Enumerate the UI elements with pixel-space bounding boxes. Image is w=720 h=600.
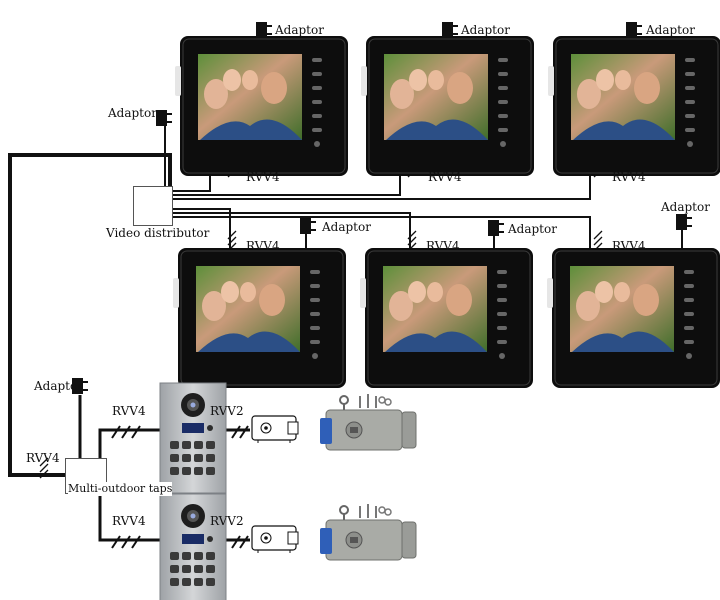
adaptor-plug-icon [488,220,504,236]
cable-hash-marks [39,156,603,549]
outdoor-panel [159,493,227,600]
video-distributor-label: Video distributor [106,226,210,240]
adaptor-plug-icon [676,214,692,230]
adaptor-plug-icon [300,218,316,234]
rvv4-label: RVV4 [112,404,146,418]
adaptor-label: Adaptor [661,200,710,214]
indoor-monitor [546,247,720,389]
indoor-monitor [172,247,347,389]
adaptor-label: Adaptor [275,23,324,37]
adaptor-label: Adaptor [461,23,510,37]
indoor-monitor [360,35,535,177]
rvv4-label: RVV4 [246,239,280,253]
electric-lock [319,393,417,451]
indoor-monitor [547,35,720,177]
indoor-monitor [174,35,349,177]
adaptor-plug-icon [442,22,458,38]
adaptor-plug-icon [156,110,172,126]
adaptor-plugs [72,22,692,394]
indoor-monitor [359,247,534,389]
adaptor-label: Adaptor [508,222,557,236]
video-distributor-box [133,186,173,226]
adaptor-label: Adaptor [322,220,371,234]
rvv4-label: RVV4 [426,239,460,253]
adaptor-plug-icon [256,22,272,38]
rvv2-label: RVV2 [210,514,244,528]
adaptor-label: Adaptor [108,106,157,120]
rvv4-label: RVV4 [612,239,646,253]
rvv4-label: RVV4 [612,170,646,184]
rvv4-label: RVV4 [246,170,280,184]
adaptor-plug-icon [626,22,642,38]
multi-outdoor-taps-label: Multi-outdoor taps [68,482,173,496]
locks [251,393,417,561]
adaptor-label: Adaptor [646,23,695,37]
rvv4-label: RVV4 [112,514,146,528]
outdoor-panel [159,382,227,494]
rim-lock-icon [251,415,299,444]
rvv4-label: RVV4 [428,170,462,184]
rim-lock-icon [251,525,299,554]
adaptor-label: Adaptor [34,379,83,393]
rvv2-label: RVV2 [210,404,244,418]
electric-lock [319,503,417,561]
rvv4-label: RVV4 [26,451,60,465]
